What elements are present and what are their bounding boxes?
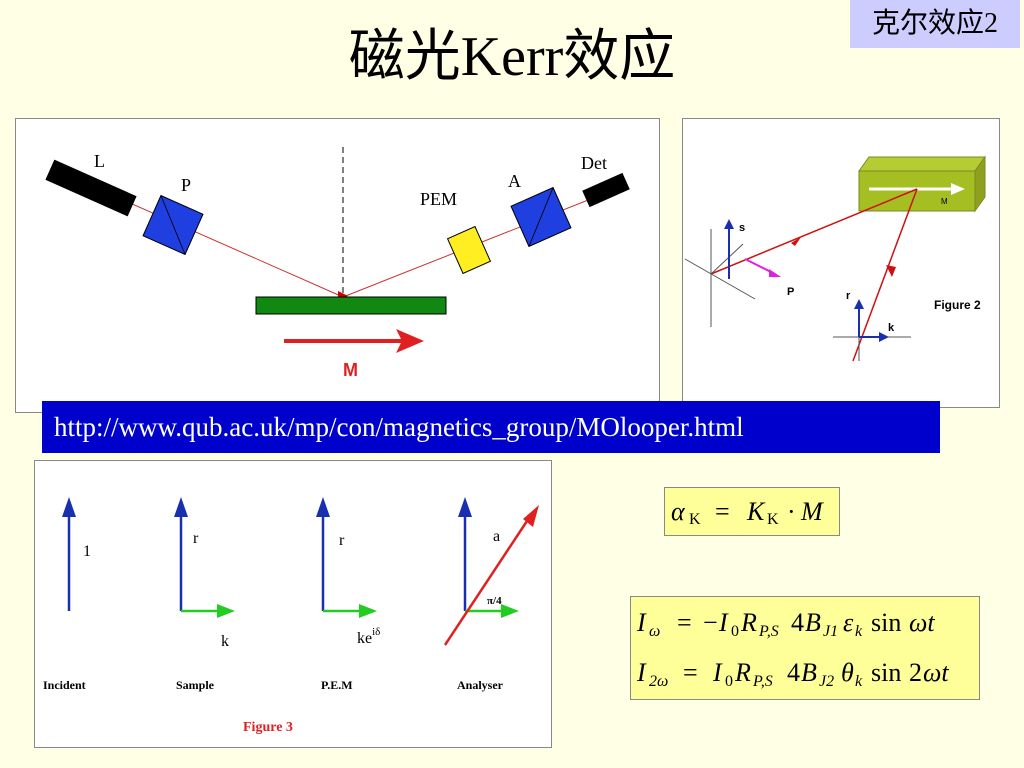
figure-2-diagram: M s P r k Figure 2 xyxy=(684,155,986,362)
magnetization-arrowhead xyxy=(396,329,424,353)
m-arrowhead xyxy=(951,183,965,195)
p-label: P xyxy=(787,286,794,298)
detector-icon xyxy=(582,172,630,208)
analyser-caption: Analyser xyxy=(457,678,504,692)
reflected-arrowhead xyxy=(886,265,896,277)
pem-ke-label: keiδ xyxy=(357,626,380,647)
laser-icon xyxy=(45,159,137,217)
analyser-icon xyxy=(510,186,572,248)
analyser-a-label: a xyxy=(493,528,500,545)
sample-r-arrowhead xyxy=(174,497,188,517)
figure-2-caption: Figure 2 xyxy=(934,298,981,312)
first-harmonic-equation: I ω = − I 0 R P,S 4 B J1 ε k sin ωt xyxy=(636,608,935,642)
sample-k-label: k xyxy=(221,633,229,650)
incident-arrowhead xyxy=(791,237,801,246)
reflected-beam xyxy=(852,188,918,362)
detector-label: Det xyxy=(581,153,607,173)
r-label: r xyxy=(846,290,851,302)
polarizer-icon xyxy=(142,194,204,256)
incident-axis-x xyxy=(684,258,756,300)
analyser-label: A xyxy=(508,171,521,191)
source-url-link[interactable]: http://www.qub.ac.uk/mp/con/magnetics_gr… xyxy=(42,401,940,453)
setup-figure: L P PEM A Det M xyxy=(15,118,660,413)
sample-k-arrowhead xyxy=(217,604,235,618)
analyser-r-arrowhead xyxy=(458,497,472,517)
sample-icon xyxy=(255,296,447,315)
analyser-k-arrowhead xyxy=(501,604,519,618)
signal-formulas: I ω = − I 0 R P,S 4 B J1 ε k sin ωt I 2ω… xyxy=(636,608,949,692)
pem-caption: P.E.M xyxy=(321,678,353,692)
pem-k-arrowhead xyxy=(359,604,377,618)
m-label: M xyxy=(941,197,948,206)
r-arrowhead xyxy=(854,299,864,309)
setup-diagram: L P PEM A Det M xyxy=(45,147,630,380)
figure-3: 1 r k r keiδ a π/4 Incident Sample P.E.M… xyxy=(34,460,552,748)
s-label: s xyxy=(739,222,745,234)
analyser-axis-vector xyxy=(443,514,533,646)
analyser-axis-arrowhead xyxy=(523,505,539,527)
incident-one-label: 1 xyxy=(83,543,91,560)
figure-3-caption: Figure 3 xyxy=(243,720,293,735)
figure-3-diagram: 1 r k r keiδ a π/4 Incident Sample P.E.M… xyxy=(43,497,539,735)
k-label: k xyxy=(888,322,895,334)
slide-title: 磁光Kerr效应 xyxy=(348,26,676,88)
kerr-angle-equation: α K = K K · M xyxy=(664,487,840,536)
p-arrowhead xyxy=(769,269,781,277)
incident-axis-diag xyxy=(710,243,744,275)
pem-icon xyxy=(446,225,492,275)
magnetization-label: M xyxy=(343,360,358,380)
svg-text:α K = K: α K = K K · M xyxy=(671,497,824,530)
kerr-angle-formula: α K = K K · M xyxy=(671,497,824,530)
polarizer-label: P xyxy=(181,175,191,195)
second-harmonic-equation: I 2ω = I 0 R P,S 4 B J2 θ k sin 2 ωt xyxy=(636,658,949,692)
s-arrowhead xyxy=(724,219,734,229)
incident-arrowhead xyxy=(62,497,76,517)
pem-r-arrowhead xyxy=(316,497,330,517)
sample-block-top xyxy=(858,156,986,172)
signal-equations: I ω = − I 0 R P,S 4 B J1 ε k sin ωt I 2ω… xyxy=(630,596,980,700)
k-arrowhead xyxy=(879,332,889,342)
slide-badge: 克尔效应2 xyxy=(850,0,1020,48)
sample-r-label: r xyxy=(193,530,199,547)
figure-2: M s P r k Figure 2 xyxy=(682,118,1000,408)
pem-r-label: r xyxy=(339,532,345,549)
incident-caption: Incident xyxy=(43,678,86,692)
analyser-angle-label: π/4 xyxy=(487,595,502,607)
laser-label: L xyxy=(94,151,105,171)
sample-caption: Sample xyxy=(176,678,215,692)
pem-label: PEM xyxy=(420,189,457,209)
